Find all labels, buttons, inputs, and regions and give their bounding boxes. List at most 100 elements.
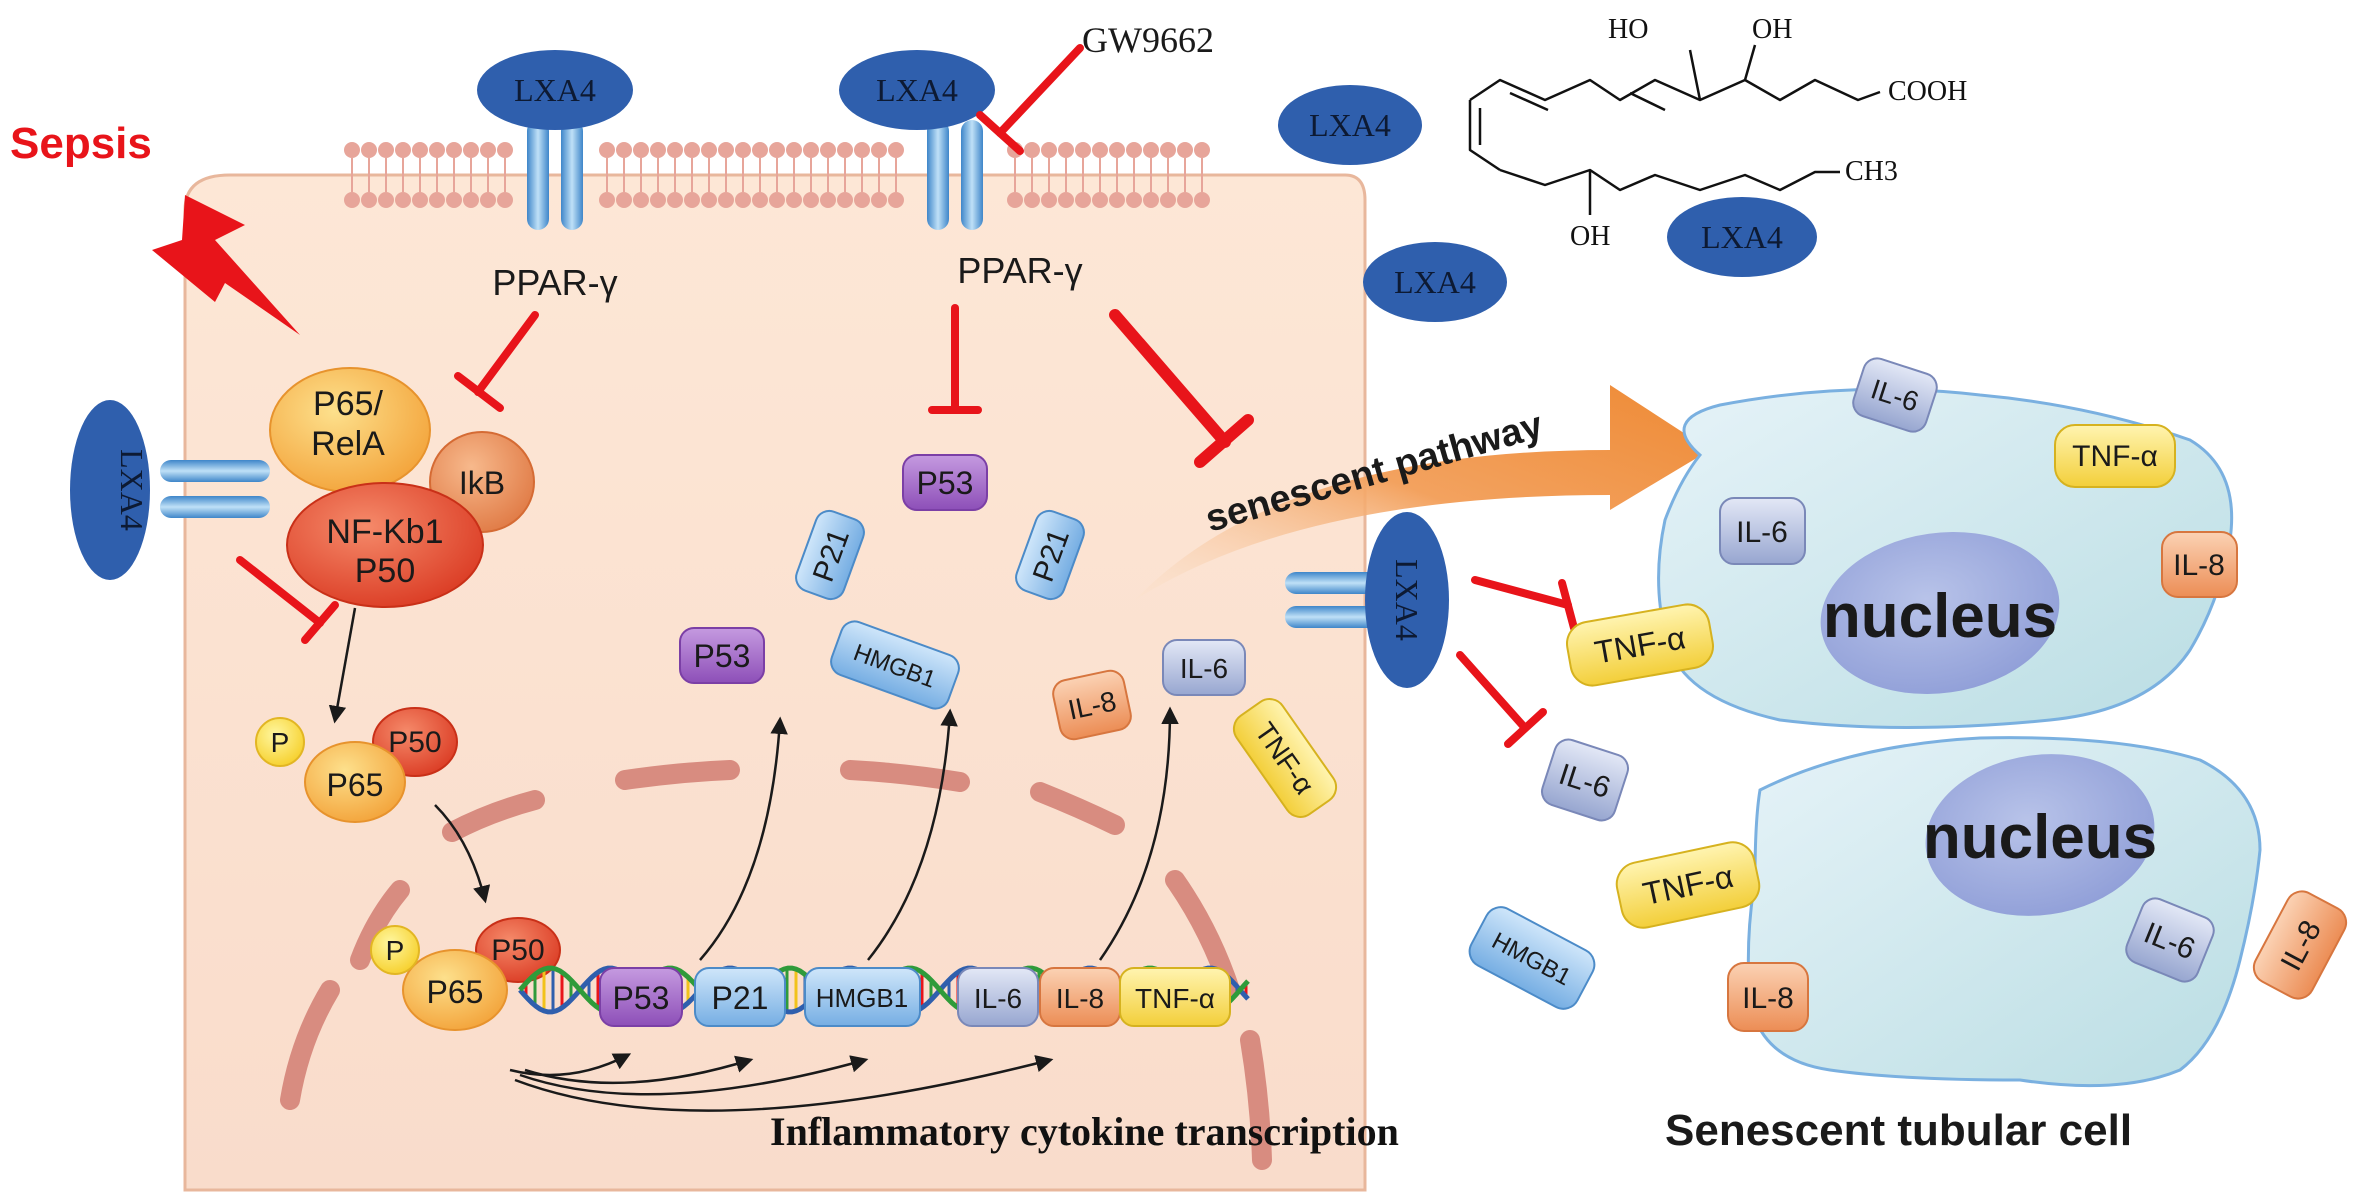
inhibition-ppar-to-nfkb [454,311,539,412]
svg-text:IkB: IkB [459,465,505,501]
lipid-head [1075,142,1091,158]
cytokine-tnf-1: TNF-α [2054,424,2176,488]
lipid-head [616,192,632,208]
receptor-channel-side [160,460,270,518]
protein-il6: IL-6 [1162,639,1246,696]
svg-text:LXA4: LXA4 [514,72,596,108]
protein-p21-left: P21 [795,509,865,601]
inhibition-ppar-to-p53 [928,304,982,414]
lipid-head [888,142,904,158]
cytokine-il8-2: IL-8 [1727,962,1809,1032]
svg-text:P: P [386,935,405,966]
protein-p53-left: P53 [679,627,765,684]
svg-text:IL-8: IL-8 [1056,983,1104,1014]
lipid-head [820,142,836,158]
protein-p53-top: P53 [902,454,988,511]
svg-text:NF-Kb1: NF-Kb1 [326,513,443,551]
lipid-head [1126,192,1142,208]
lipid-head [497,142,513,158]
lipid-head [344,142,360,158]
lipid-head [650,142,666,158]
lipid-head [701,192,717,208]
gw9662-label: GW9662 [1082,20,1214,60]
lipid-head [1041,142,1057,158]
lipid-head [871,142,887,158]
gene-p53: P53 [599,967,683,1027]
svg-text:LXA4: LXA4 [876,72,958,108]
lipid-head [1007,192,1023,208]
lipid-head [599,192,615,208]
gene-p21: P21 [694,967,786,1027]
ppar-gamma-label-middle: PPAR-γ [957,250,1082,291]
lipid-head [1177,192,1193,208]
cytokine-il6-4: IL-6 [2125,897,2215,983]
lxa4-ligand-free-2: LXA4 [1363,242,1507,322]
svg-text:P53: P53 [917,465,974,501]
cytokine-il6-3: IL-6 [1540,738,1630,822]
cytokine-il6-1: IL-6 [1852,357,1938,433]
lxa4-chemical-structure [1468,44,1881,215]
lipid-head [650,192,666,208]
svg-text:OH: OH [1752,14,1792,45]
svg-text:P65: P65 [327,767,384,803]
phospho-p65-p50-cytoplasm: P50 P65 P [255,707,458,823]
lxa4-ligand-top-middle: LXA4 [839,50,995,130]
svg-text:IL-8: IL-8 [1742,982,1794,1015]
receptor-channel-middle [927,120,983,230]
arrow-nfkb-to-phospho [328,607,357,724]
lipid-head [361,142,377,158]
cytokine-il8-1: IL-8 [2161,531,2238,598]
export-arrows [699,706,1179,961]
lipid-head [446,192,462,208]
lxa4-ligand-senescent-vertical: LXA4 [1365,512,1449,688]
lipid-head [1109,192,1125,208]
receptor-channel-senescent [1285,572,1380,628]
lipid-head [803,142,819,158]
gene-il8: IL-8 [1039,967,1121,1027]
lipid-head [480,192,496,208]
svg-text:HO: HO [1608,14,1648,45]
svg-text:HMGB1: HMGB1 [816,983,908,1013]
svg-text:TNF-α: TNF-α [1135,983,1215,1014]
svg-text:P50: P50 [355,552,416,590]
svg-text:LXA4: LXA4 [1394,264,1476,300]
svg-text:P53: P53 [613,980,670,1016]
lipid-head [888,192,904,208]
lipid-head [667,142,683,158]
svg-text:P53: P53 [694,638,751,674]
lipid-head [667,192,683,208]
lipid-head [1126,142,1142,158]
gene-hmgb1: HMGB1 [804,967,921,1027]
lxa4-chemical-labels: HO OH COOH CH3 OH [1570,14,1967,252]
lipid-head [1024,142,1040,158]
svg-text:CH3: CH3 [1845,156,1898,187]
lipid-head [752,192,768,208]
lipid-head [378,142,394,158]
protein-hmgb1: HMGB1 [830,620,960,710]
lipid-head [1041,192,1057,208]
lipid-head [378,192,394,208]
lipid-head [429,192,445,208]
inhibition-lxa4-to-nfkb [236,556,339,644]
inhibition-ppar-to-senescence [1109,309,1254,468]
lipid-head [786,142,802,158]
gene-tnf-alpha: TNF-α [1119,967,1231,1027]
lipid-head [701,142,717,158]
svg-text:IL-6: IL-6 [1736,516,1788,549]
lipid-head [786,192,802,208]
lxa4-ligand-free-3: LXA4 [1667,197,1817,277]
lipid-head [1109,142,1125,158]
ppar-gamma-label-left: PPAR-γ [492,262,617,303]
arrow-to-nucleus [434,804,491,904]
lipid-head [837,142,853,158]
lipid-head [854,192,870,208]
transcription-caption: Inflammatory cytokine transcription [770,1109,1399,1154]
svg-text:LXA4: LXA4 [1701,219,1783,255]
lipid-head [820,192,836,208]
lipid-head [480,142,496,158]
svg-text:P50: P50 [491,934,544,967]
lipid-head [684,192,700,208]
lipid-head [1092,142,1108,158]
senescent-cell-caption: Senescent tubular cell [1665,1106,2132,1155]
